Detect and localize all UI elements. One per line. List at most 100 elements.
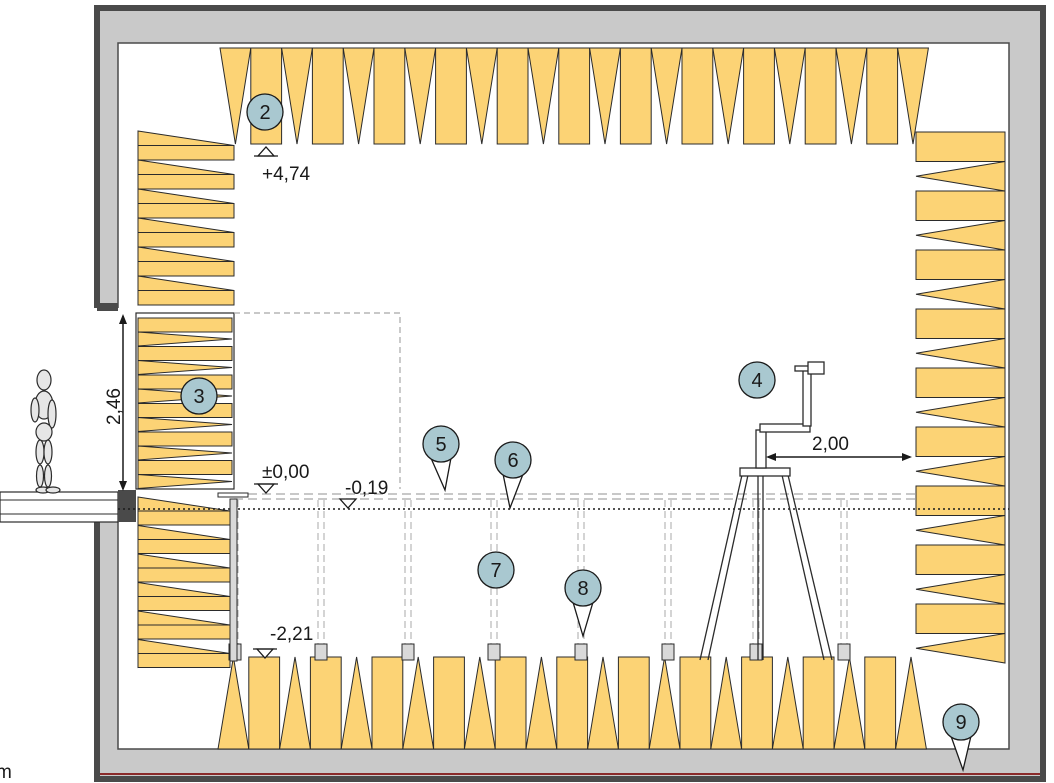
support-foot [837, 643, 851, 661]
absorber-wedge [404, 47, 437, 145]
marker-circle [180, 377, 218, 415]
absorber-block [137, 653, 231, 668]
absorber-block [311, 47, 344, 145]
absorber-wedge [915, 278, 1006, 310]
absorber-wedge [402, 656, 435, 750]
absorber-block [743, 47, 775, 145]
absorber-block [137, 431, 233, 447]
absorber-wedge [217, 656, 250, 750]
marker-number: 4 [751, 370, 762, 392]
absorber-block [137, 460, 233, 475]
absorber-block [137, 145, 235, 161]
support-foot [401, 643, 415, 661]
absorber-wedge [137, 359, 233, 376]
absorber-wedge [915, 632, 1006, 664]
absorber-wedge [771, 656, 804, 750]
absorber-block [804, 47, 837, 145]
absorber-wedge [648, 656, 681, 750]
marker-number: 3 [193, 386, 204, 408]
marker-circle [564, 569, 602, 607]
elevation-floor-label: -0,19 [345, 478, 388, 499]
absorber-block [137, 261, 235, 277]
absorber-block [915, 544, 1006, 575]
absorber-block [137, 596, 231, 611]
marker-5: 5 [422, 425, 460, 493]
absorber-block [617, 656, 650, 750]
marker-2: 2 [246, 93, 284, 131]
elevation-top-label: +4,74 [262, 164, 311, 185]
inner-wall-line [117, 42, 1010, 750]
marker-circle [246, 93, 284, 131]
absorber-block [802, 656, 835, 750]
absorber-wedge [833, 656, 866, 750]
marker-number: 9 [955, 712, 966, 734]
absorber-block [137, 510, 231, 526]
support-foot [749, 643, 763, 661]
absorber-block [137, 567, 231, 583]
absorbers-ceiling [219, 47, 929, 145]
absorber-wedge [915, 219, 1006, 251]
wall-left-lower [100, 497, 118, 776]
absorber-wedge [342, 47, 375, 145]
absorber-block [435, 47, 467, 145]
marker-8: 8 [564, 569, 602, 639]
absorber-block [915, 308, 1006, 339]
door-jamb-top [97, 303, 118, 311]
marker-circle [942, 703, 980, 741]
absorber-wedge [915, 455, 1006, 487]
absorber-block [915, 426, 1006, 457]
absorber-wedge [710, 656, 743, 750]
absorber-block [137, 203, 235, 219]
support-foot [314, 643, 328, 661]
absorbers-left-upper [137, 130, 235, 306]
support-foot [661, 643, 675, 661]
elevation-floor: -0,19 [338, 478, 388, 509]
absorber-wedge [465, 47, 498, 145]
absorber-wedge [915, 573, 1006, 605]
marker-6: 6 [494, 441, 532, 511]
absorber-block [866, 47, 899, 145]
absorber-wedge [835, 47, 868, 145]
absorber-block [915, 190, 1006, 221]
absorber-block [558, 47, 591, 145]
marker-9: 9 [942, 703, 980, 773]
marker-number: 2 [259, 102, 270, 124]
absorber-block [137, 346, 233, 361]
marker-number: 5 [435, 434, 446, 456]
unit-label: m [0, 762, 12, 783]
door-height-label: 2,46 [104, 388, 125, 425]
door-swing-dashed [234, 312, 401, 489]
absorber-wedge [463, 656, 496, 750]
marker-4: 4 [738, 361, 776, 399]
absorber-block [137, 232, 235, 248]
absorber-block [371, 656, 404, 750]
door-panel [135, 312, 235, 490]
wall-top [100, 11, 1040, 43]
numbered-markers: 2 3 4 5 6 7 8 9 [180, 93, 980, 773]
support-foot [574, 643, 588, 661]
marker-circle [738, 361, 776, 399]
absorber-block [915, 603, 1006, 634]
marker-number: 8 [577, 578, 588, 600]
absorber-block [137, 317, 233, 333]
absorber-wedge [915, 514, 1006, 546]
marker-number: 7 [490, 560, 501, 582]
absorbers-left-lower [137, 496, 231, 669]
absorber-wedge [897, 47, 929, 145]
absorber-wedge [137, 416, 233, 433]
absorber-block [556, 656, 589, 750]
absorber-wedge [915, 396, 1006, 428]
mast-distance-dimension: 2,00 [766, 434, 912, 461]
absorber-block [137, 539, 231, 554]
elevation-bottom-label: -2,21 [270, 624, 313, 645]
elevation-bottom: -2,21 [253, 624, 313, 659]
absorber-wedge [340, 656, 373, 750]
absorber-block [864, 656, 897, 750]
wall-left-upper [100, 11, 118, 308]
marker-7: 7 [477, 551, 515, 589]
absorber-block [137, 624, 231, 640]
human-figure-icon [30, 369, 61, 494]
absorber-block [915, 367, 1006, 398]
absorber-block [137, 290, 235, 306]
absorber-wedge [587, 656, 619, 750]
